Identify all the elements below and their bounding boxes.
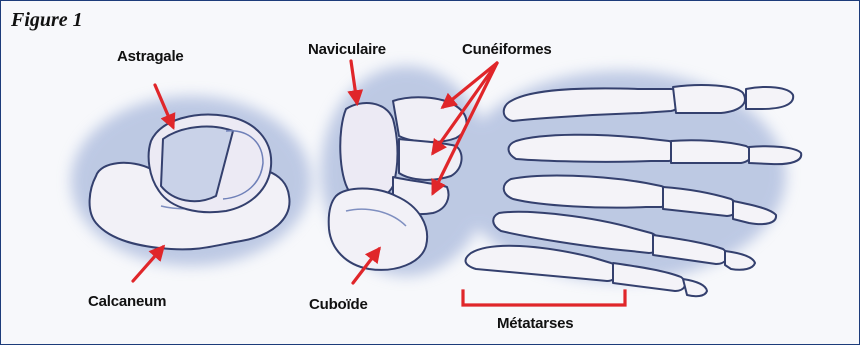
label-metatarses: Métatarses bbox=[497, 315, 573, 332]
label-naviculaire: Naviculaire bbox=[308, 41, 386, 58]
naviculaire-bone bbox=[340, 103, 397, 199]
label-cuneiformes: Cunéiformes bbox=[462, 41, 552, 58]
label-cuboide: Cuboïde bbox=[309, 296, 368, 313]
metatarses-bracket bbox=[463, 291, 625, 305]
astragale-bone bbox=[149, 115, 272, 213]
label-calcaneum: Calcaneum bbox=[88, 293, 166, 310]
label-astragale: Astragale bbox=[117, 48, 184, 65]
